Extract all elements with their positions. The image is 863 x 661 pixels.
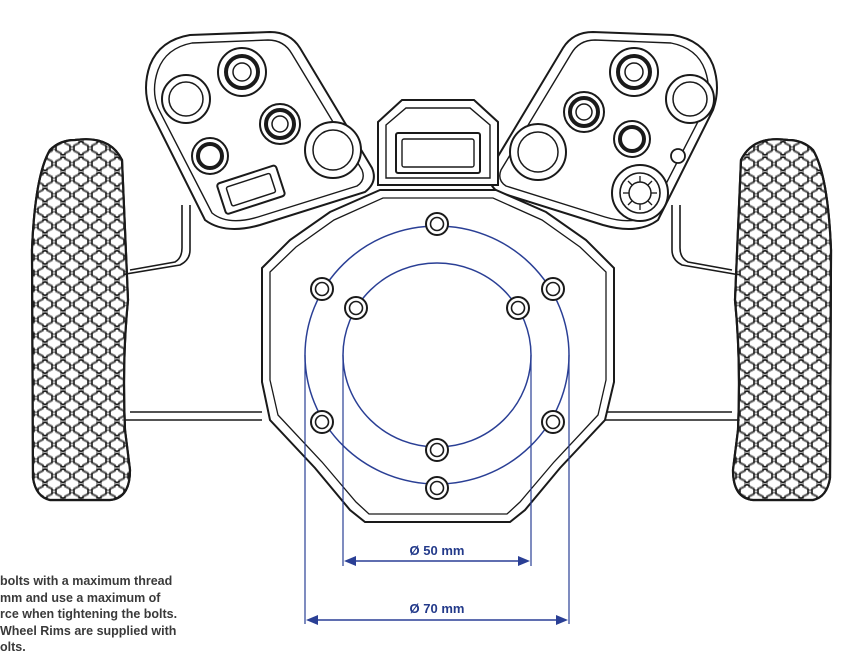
bolt-hole xyxy=(310,410,334,434)
bolt-hole xyxy=(425,212,449,236)
frame-rails xyxy=(119,205,741,421)
left-pod-toggle-switch xyxy=(216,164,286,215)
note-line: rce when tightening the bolts. xyxy=(0,607,178,621)
dimension-50mm: Ø 50 mm xyxy=(344,543,530,566)
right-shift-paddle xyxy=(731,138,833,502)
bolt-hole xyxy=(541,410,565,434)
hub-plate xyxy=(261,189,615,523)
bolt-hole xyxy=(425,438,449,462)
note-line: Wheel Rims are supplied with xyxy=(0,623,177,638)
bolt-hole xyxy=(541,277,565,301)
right-pod-led xyxy=(670,148,686,164)
note-line: bolts with a maximum thread xyxy=(0,574,173,588)
dimension-label-70mm: Ø 70 mm xyxy=(410,601,465,616)
bolt-hole xyxy=(344,296,368,320)
left-shift-paddle xyxy=(30,138,132,502)
note-line: olts. xyxy=(0,640,26,654)
dimension-label-50mm: Ø 50 mm xyxy=(410,543,465,558)
left-pod-buttons xyxy=(161,47,362,215)
display-housing xyxy=(377,99,499,186)
dimension-70mm: Ø 70 mm xyxy=(306,601,568,625)
dimension-extension-lines xyxy=(304,355,570,624)
bolt-hole xyxy=(506,296,530,320)
bolt-holes xyxy=(310,212,565,500)
note-line: mm and use a maximum of xyxy=(0,590,161,605)
bolt-hole xyxy=(310,277,334,301)
installation-notes: bolts with a maximum thread mm and use a… xyxy=(0,573,260,656)
right-pod-buttons xyxy=(509,47,715,222)
bolt-hole xyxy=(425,476,449,500)
